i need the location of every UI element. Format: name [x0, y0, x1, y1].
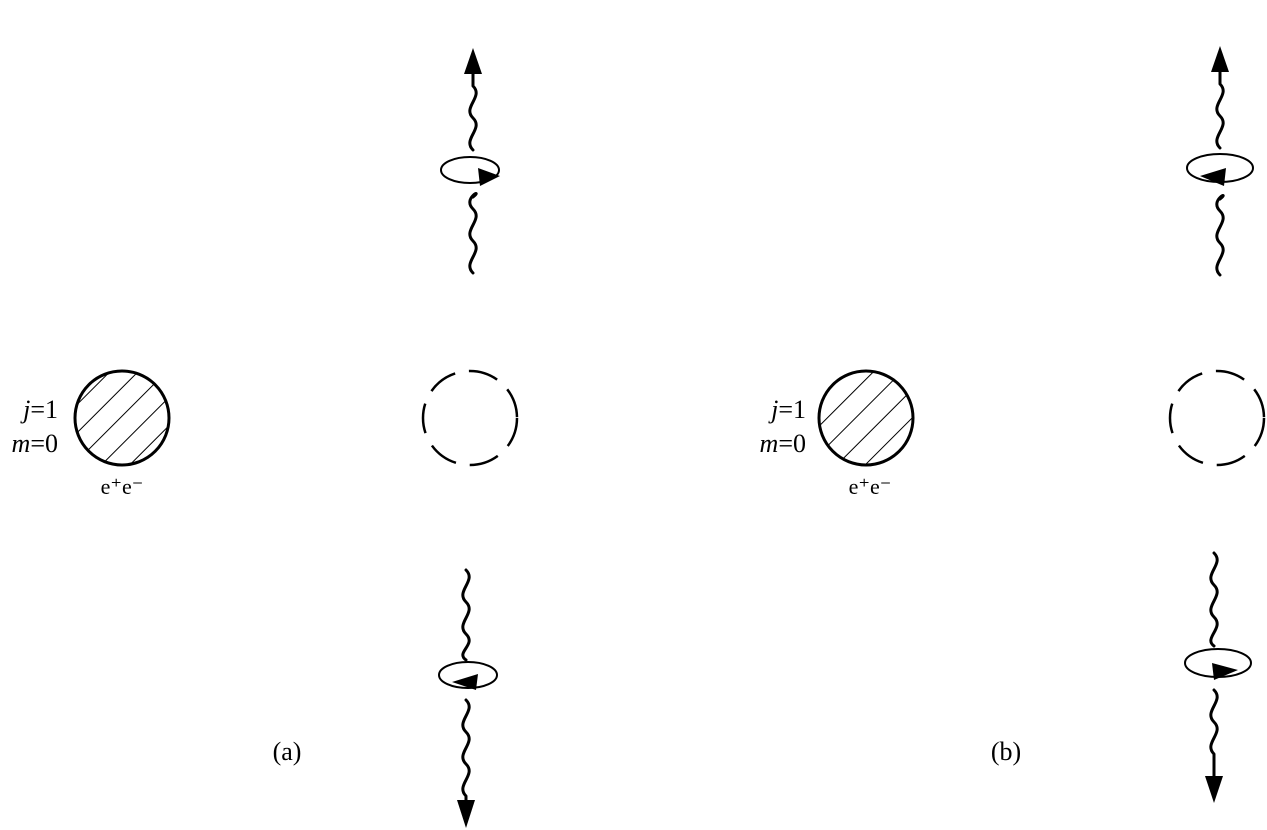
state-j-label-b: j=1 [768, 395, 806, 424]
caption-a: (a) [273, 737, 302, 766]
decay-circle-a [421, 369, 519, 467]
lower-photon-b [1184, 551, 1252, 803]
panel-a: j=1 m=0 e⁺e⁻ (a) [12, 48, 519, 828]
state-j-label-a: j=1 [20, 395, 58, 424]
upper-photon-b [1186, 46, 1254, 277]
state-m-label-b: m=0 [760, 429, 806, 458]
decay-circle-b [1168, 369, 1266, 467]
panel-b: j=1 m=0 e⁺e⁻ (b) [760, 46, 1266, 803]
pair-label-a: e⁺e⁻ [101, 474, 144, 499]
pair-label-b: e⁺e⁻ [849, 474, 892, 499]
caption-b: (b) [991, 737, 1021, 766]
upper-photon-a [440, 48, 500, 275]
positronium-circle-a [73, 369, 171, 467]
state-m-label-a: m=0 [12, 429, 58, 458]
lower-photon-a [438, 568, 498, 828]
positronium-circle-b [817, 369, 915, 467]
